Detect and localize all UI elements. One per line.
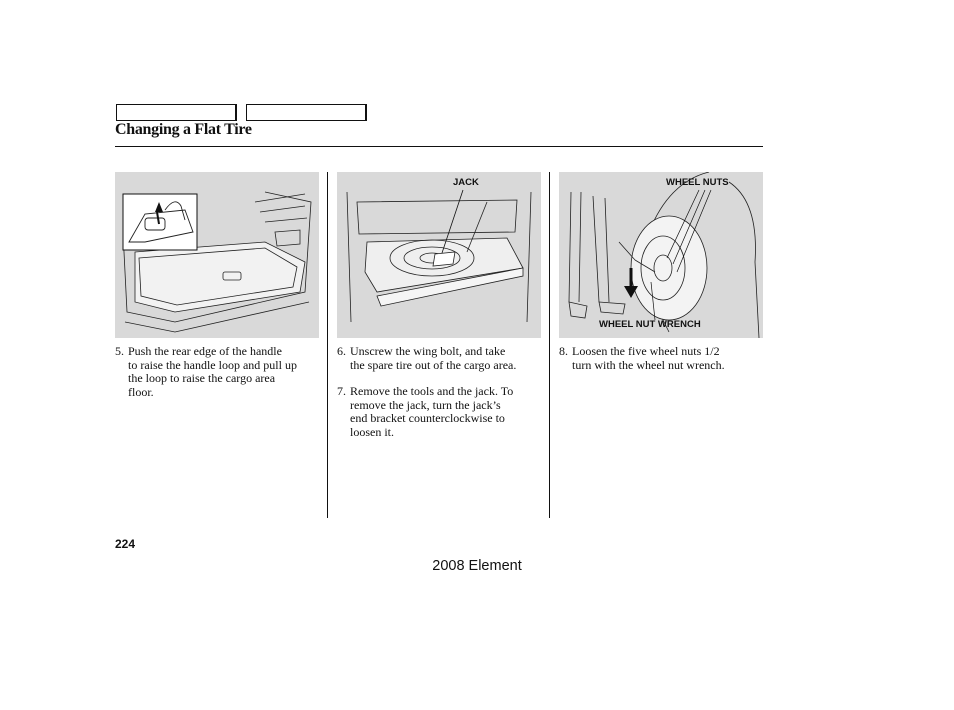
jack-leader-line xyxy=(440,189,464,257)
step-number: 5. xyxy=(115,344,124,358)
up-arrow-icon xyxy=(155,202,163,212)
step-number: 6. xyxy=(337,344,346,358)
step-number: 7. xyxy=(337,384,346,398)
figure-cargo-floor xyxy=(115,172,319,338)
figure-wheel-nuts: WHEEL NUTS WHEEL NUT WRENCH xyxy=(559,172,763,338)
handle-inset xyxy=(122,193,198,251)
step-text-line: loosen it. xyxy=(350,424,394,439)
step-5: 5. Push the rear edge of the handle to r… xyxy=(115,344,325,405)
column-divider-1 xyxy=(327,172,328,518)
page-title: Changing a Flat Tire xyxy=(115,121,252,138)
wrench-leader-line xyxy=(650,281,656,321)
step-8: 8. Loosen the five wheel nuts 1/2 turn w… xyxy=(559,344,763,375)
step-text-line: floor. xyxy=(128,384,154,399)
step-text-line: turn with the wheel nut wrench. xyxy=(572,357,725,372)
page-number: 224 xyxy=(115,537,136,551)
step-text-line: Unscrew the wing bolt, and take xyxy=(350,344,506,358)
title-rule xyxy=(115,146,763,147)
nav-button-1[interactable] xyxy=(116,104,237,121)
step-7: 7. Remove the tools and the jack. To rem… xyxy=(337,384,547,445)
step-text-line: Loosen the five wheel nuts 1/2 xyxy=(572,344,720,358)
column-divider-2 xyxy=(549,172,550,518)
cargo-floor-illustration xyxy=(122,191,312,333)
step-text-line: the spare tire out of the cargo area. xyxy=(350,357,517,372)
wheel-nuts-callout: WHEEL NUTS xyxy=(666,177,729,188)
footer-model: 2008 Element xyxy=(432,558,522,574)
wheel-nuts-illustration xyxy=(568,172,760,338)
step-text-line: Push the rear edge of the handle xyxy=(128,344,282,358)
figure-spare-tire: JACK xyxy=(337,172,541,338)
step-text-line: Remove the tools and the jack. To xyxy=(350,384,514,398)
step-text-line: remove the jack, turn the jack’s xyxy=(350,397,501,412)
step-text-line: the loop to raise the cargo area xyxy=(128,371,276,385)
down-arrow-icon xyxy=(624,286,638,298)
nav-button-2[interactable] xyxy=(246,104,367,121)
step-6: 6. Unscrew the wing bolt, and take the s… xyxy=(337,344,547,375)
step-text-line: to raise the handle loop and pull up xyxy=(128,357,297,372)
wheel-nuts-leader-lines xyxy=(666,189,712,273)
step-number: 8. xyxy=(559,344,568,358)
jack-callout: JACK xyxy=(453,177,479,188)
wheel-nut-wrench-callout: WHEEL NUT WRENCH xyxy=(599,319,701,330)
spare-tire-illustration xyxy=(346,189,532,323)
step-text-line: end bracket counterclockwise to xyxy=(350,411,505,425)
